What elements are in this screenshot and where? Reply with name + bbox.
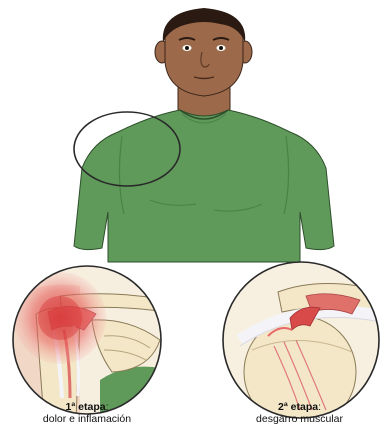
- stage-2-label: 2ª etapa: [278, 401, 318, 413]
- stage-2-caption: 2ª etapa: desgarro muscular: [212, 401, 387, 425]
- inflammation-detail: [10, 262, 170, 422]
- stage-1-colon: :: [106, 401, 109, 413]
- stage-1-description: dolor e inflamación: [0, 413, 174, 425]
- stage-1-label: 1ª etapa: [66, 401, 106, 413]
- person-figure: [74, 8, 334, 262]
- stage-1-caption: 1ª etapa: dolor e inflamación: [0, 401, 174, 425]
- stage-2-description: desgarro muscular: [212, 413, 387, 425]
- stage-2-colon: :: [318, 401, 321, 413]
